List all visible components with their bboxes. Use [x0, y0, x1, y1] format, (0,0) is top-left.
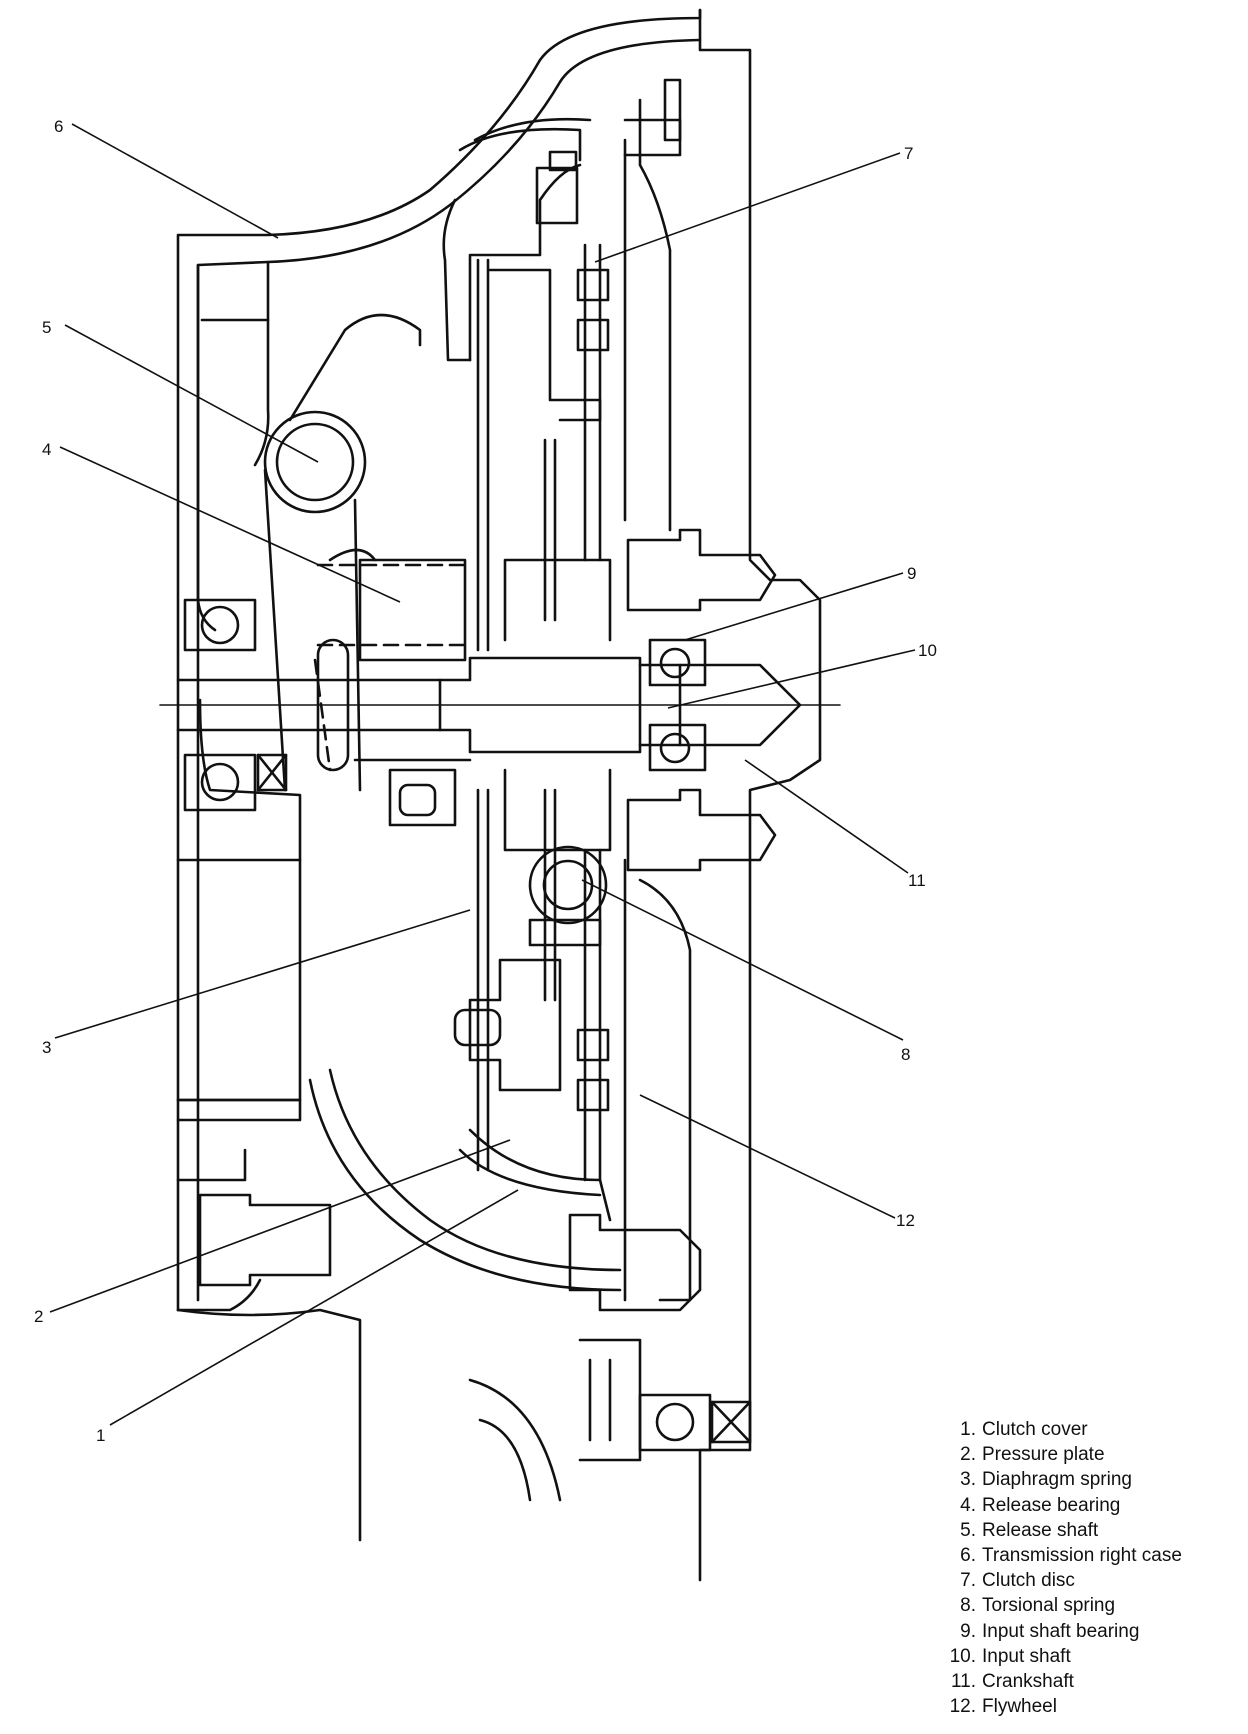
legend-label: Clutch cover [982, 1419, 1088, 1440]
legend-number: 8. [960, 1595, 976, 1617]
legend-label: Input shaft [982, 1645, 1071, 1667]
input-shaft-bearing [648, 638, 707, 772]
callout-2: 2 [34, 1307, 43, 1326]
callout-6: 6 [54, 117, 63, 136]
legend-label: Clutch disc [982, 1570, 1075, 1592]
callout-11: 11 [908, 871, 926, 890]
legend-label: Release shaft [982, 1519, 1099, 1541]
legend-item: 11. Crankshaft [936, 1669, 1182, 1694]
callout-12: 12 [896, 1211, 915, 1230]
legend-item: 12. Flywheel [936, 1694, 1182, 1719]
legend-item: 8. Torsional spring [936, 1593, 1182, 1618]
callout-8: 8 [901, 1045, 910, 1064]
release-bearing [353, 558, 472, 827]
clutch-cover [308, 117, 622, 1292]
legend-number: 6. [960, 1545, 976, 1567]
legend-number: 7. [960, 1570, 976, 1592]
legend-number: 1. [960, 1419, 976, 1440]
legend-label: Input shaft bearing [982, 1620, 1140, 1642]
legend-item: 1. Clutch cover [936, 1417, 1182, 1442]
lower-bearing [468, 1338, 752, 1502]
legend-item: 10. Input shaft [936, 1644, 1182, 1669]
release-fork-hidden [313, 563, 472, 772]
legend-number: 2. [960, 1444, 976, 1466]
legend-label: Flywheel [982, 1696, 1057, 1718]
legend-label: Release bearing [982, 1494, 1121, 1516]
legend-label: Transmission right case [982, 1545, 1182, 1567]
clutch-disc [543, 243, 610, 1182]
callout-5: 5 [42, 318, 51, 337]
legend-label: Diaphragm spring [982, 1469, 1132, 1491]
callout-9: 9 [907, 564, 916, 583]
legend-label: Crankshaft [982, 1671, 1074, 1693]
pressure-plate-bolt [535, 150, 579, 225]
leader-lines [49, 123, 916, 1426]
legend-number: 11. [950, 1671, 976, 1693]
parts-legend: 1. Clutch cover 2. Pressure plate 3. Diaphr… [936, 1417, 1182, 1719]
legend-item: 9. Input shaft bearing [936, 1619, 1182, 1644]
input-shaft [176, 656, 802, 754]
left-bearings [183, 598, 288, 812]
legend-number: 3. [960, 1469, 976, 1491]
legend-number: 10. [949, 1645, 976, 1667]
release-shaft [263, 313, 422, 792]
engine-block [623, 8, 822, 1582]
legend-number: 4. [960, 1494, 976, 1516]
legend-item: 5. Release shaft [936, 1518, 1182, 1543]
flywheel-bolts [198, 528, 777, 1312]
legend-item: 2. Pressure plate [936, 1442, 1182, 1467]
diaphragm-spring [476, 258, 490, 1172]
callout-10: 10 [918, 641, 937, 660]
callout-numbers: 6 7 5 4 9 10 11 3 8 12 2 1 [34, 117, 937, 1445]
callout-7: 7 [904, 144, 913, 163]
legend-item: 6. Transmission right case [936, 1543, 1182, 1568]
pressure-plate [453, 268, 612, 1092]
callout-4: 4 [42, 440, 51, 459]
legend-number: 12. [949, 1696, 976, 1718]
legend-item: 4. Release bearing [936, 1493, 1182, 1518]
legend-label: Torsional spring [982, 1595, 1116, 1617]
legend-item: 3. Diaphragm spring [936, 1467, 1182, 1492]
legend-item: 7. Clutch disc [936, 1568, 1182, 1593]
legend-number: 5. [960, 1519, 976, 1541]
torsional-spring [528, 845, 608, 947]
callout-1: 1 [96, 1426, 105, 1445]
legend-number: 9. [960, 1620, 976, 1642]
legend-label: Pressure plate [982, 1444, 1105, 1466]
callout-3: 3 [42, 1038, 51, 1057]
